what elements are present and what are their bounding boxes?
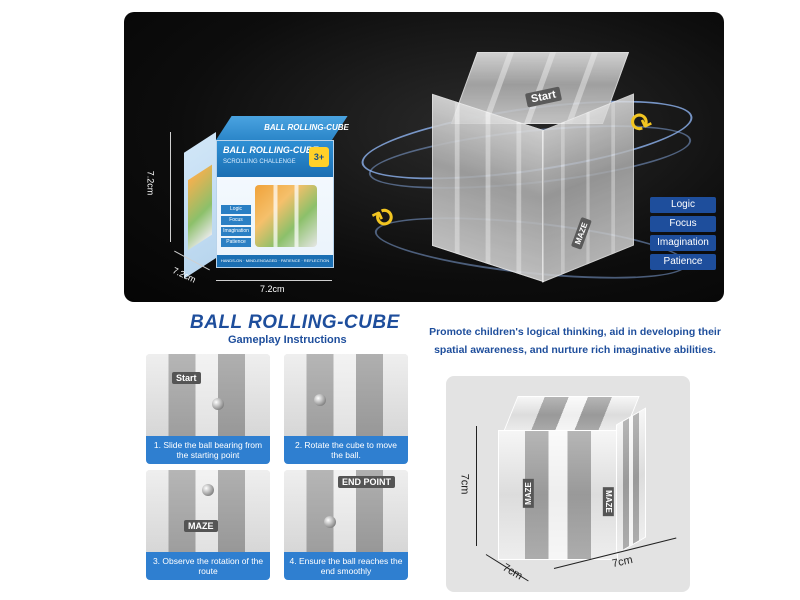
ball-bearing-icon (212, 398, 224, 410)
step-card-2: 2. Rotate the cube to move the ball. (284, 354, 408, 464)
instructions-title: BALL ROLLING-CUBE (190, 312, 400, 333)
end-point-label: END POINT (338, 476, 396, 488)
height-dim-line (476, 426, 477, 546)
step-caption: 2. Rotate the cube to move the ball. (284, 436, 408, 464)
hero-banner: BALL ROLLING-CUBE BALL ROLLING-CUBE SCRO… (124, 12, 724, 302)
maze-logo: MAZE (184, 520, 218, 532)
box-top-title: BALL ROLLING-CUBE (264, 123, 349, 132)
step-photo (284, 354, 408, 436)
cube-size-illustration: MAZE MAZE (490, 396, 650, 566)
box-tag: Imagination (221, 227, 251, 236)
box-tag: Logic (221, 205, 251, 214)
step-caption: 4. Ensure the ball reaches the end smoot… (284, 552, 408, 580)
ball-bearing-icon (202, 484, 214, 496)
promo-text: Promote children's logical thinking, aid… (429, 326, 721, 356)
step-card-3: MAZE 3. Observe the rotation of the rout… (146, 470, 270, 580)
feature-tag-focus: Focus (650, 216, 716, 232)
box-tag: Patience (221, 238, 251, 247)
box-side-art (188, 164, 212, 251)
box-cube-art (255, 185, 317, 247)
age-badge: 3+ (309, 147, 329, 167)
ball-bearing-icon (314, 394, 326, 406)
size-panel: MAZE MAZE 7cm 7cm 7cm (446, 376, 690, 592)
maze-logo: MAZE (602, 487, 614, 516)
box-width-line (216, 280, 332, 281)
step-caption: 1. Slide the ball bearing from the start… (146, 436, 270, 464)
step-caption: 3. Observe the rotation of the route (146, 552, 270, 580)
step-photo (146, 354, 270, 436)
cube-right-face (616, 407, 646, 555)
height-dim-label: 7cm (458, 473, 471, 495)
box-front-face: BALL ROLLING-CUBE SCROLLING CHALLENGE 3+… (216, 140, 334, 268)
cube-front-face (498, 430, 618, 560)
width-dim-label: 7cm (610, 553, 634, 571)
instructions-subtitle: Gameplay Instructions (228, 334, 347, 346)
box-height-line (170, 132, 171, 242)
maze-logo: MAZE (522, 479, 534, 508)
box-front-subtitle: SCROLLING CHALLENGE (223, 159, 296, 165)
step-photo (146, 470, 270, 552)
box-front-title: BALL ROLLING-CUBE (223, 145, 319, 155)
step-card-1: Start 1. Slide the ball bearing from the… (146, 354, 270, 464)
feature-tag-patience: Patience (650, 254, 716, 270)
feature-tag-imagination: Imagination (650, 235, 716, 251)
feature-tag-logic: Logic (650, 197, 716, 213)
box-footer-strip: HANDS-ON · MIND-ENGAGED · PATIENCE · REF… (217, 255, 333, 267)
box-height-label: 7.2cm (145, 170, 156, 196)
box-side-face (184, 132, 216, 279)
box-top-face: BALL ROLLING-CUBE (216, 116, 349, 140)
box-tag: Focus (221, 216, 251, 225)
clear-maze-cube: Start MAZE (424, 52, 634, 283)
step-card-4: END POINT 4. Ensure the ball reaches the… (284, 470, 408, 580)
box-tag-list: Logic Focus Imagination Patience (221, 205, 251, 249)
ball-bearing-icon (324, 516, 336, 528)
box-width-label: 7.2cm (260, 284, 285, 294)
start-label: Start (172, 372, 201, 384)
